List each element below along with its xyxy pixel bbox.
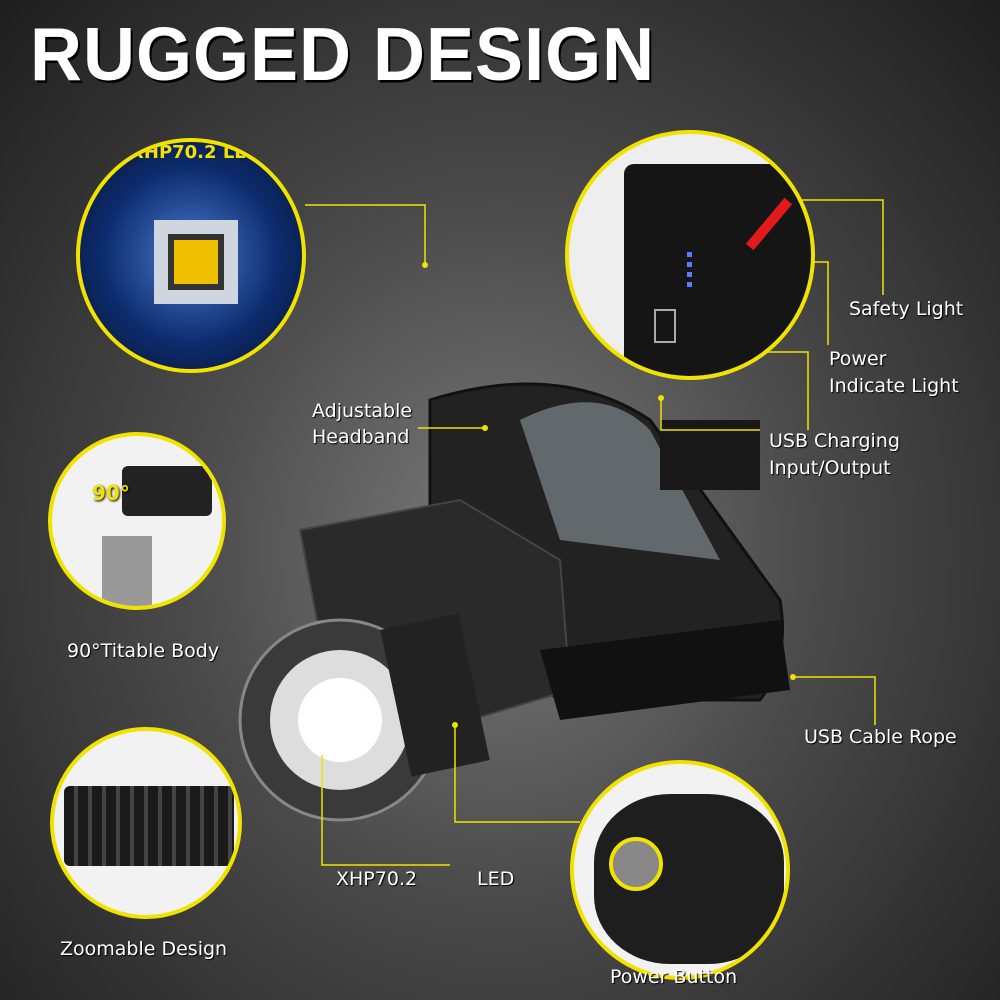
- tilt-inset: 90°: [48, 432, 226, 610]
- led-chip-inset: XHP70.2 LED: [76, 138, 306, 373]
- usb-charging-label-2: Input/Output: [769, 457, 891, 479]
- led-chip-label: XHP70.2 LED: [130, 142, 262, 163]
- page-title: RUGGED DESIGN: [30, 13, 656, 98]
- headband-label-2: Headband: [312, 426, 410, 448]
- usb-charging-label-1: USB Charging: [769, 430, 900, 452]
- power-button-icon: [609, 837, 663, 891]
- tilt-angle-label: 90°: [92, 481, 130, 505]
- power-indicate-label-2: Indicate Light: [829, 375, 959, 397]
- zoomable-label: Zoomable Design: [60, 938, 228, 960]
- power-indicate-label-1: Power: [829, 348, 887, 370]
- power-indicator-icon: [687, 252, 692, 292]
- cable-rope-label: USB Cable Rope: [804, 726, 957, 748]
- usb-port-icon: [654, 309, 676, 343]
- led-chip-icon: [168, 234, 224, 290]
- zoom-inset: [50, 727, 242, 919]
- power-button-inset: [570, 760, 790, 980]
- led-label: LED: [477, 868, 515, 890]
- battery-box-inset: [565, 130, 815, 380]
- safety-light-label: Safety Light: [849, 298, 964, 320]
- headband-label-1: Adjustable: [312, 400, 413, 422]
- power-button-label: Power Button: [610, 966, 738, 988]
- tiltable-label: 90°Titable Body: [67, 640, 220, 662]
- xhp-label: XHP70.2: [336, 868, 418, 890]
- headlamp-illustration: [238, 382, 790, 822]
